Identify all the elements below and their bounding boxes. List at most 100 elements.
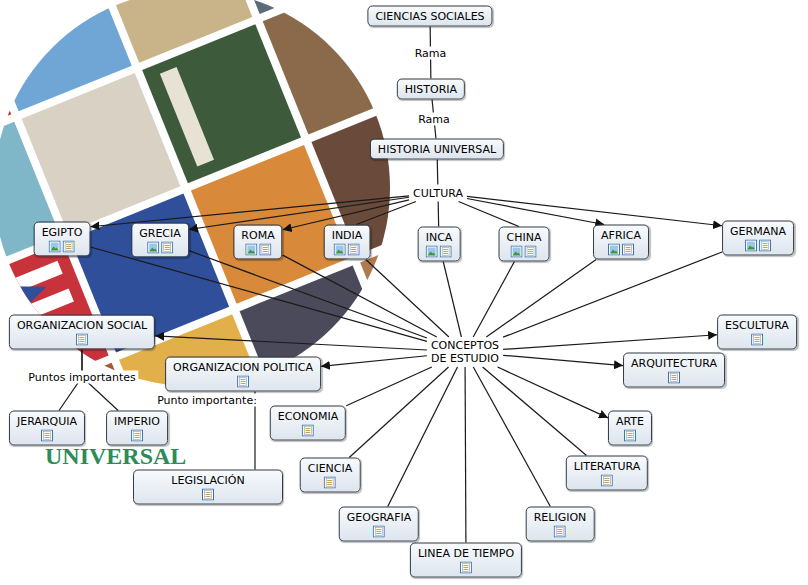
concept-text-node: CONCEPTOS DE ESTUDIO	[427, 337, 503, 367]
connector	[388, 367, 458, 507]
connector	[498, 367, 608, 418]
concept-box: INCA	[418, 227, 461, 262]
resource-icons	[49, 241, 75, 253]
resource-icons	[601, 475, 613, 487]
connector	[349, 367, 448, 458]
document-icon	[525, 246, 537, 258]
concept-box: ECONOMIA	[270, 406, 346, 441]
connector	[467, 196, 722, 225]
resource-icons	[76, 334, 88, 346]
concept-label: ESCULTURA	[725, 319, 789, 332]
concept-box: AFRICA	[593, 225, 649, 260]
document-icon	[554, 526, 566, 538]
document-icon	[161, 242, 173, 254]
resource-icons	[245, 244, 271, 256]
concept-text-node: CULTURA	[409, 185, 467, 202]
concept-label: ARQUITECTURA	[631, 357, 717, 370]
concept-label: CHINA	[507, 231, 542, 244]
concept-label: IMPERIO	[114, 415, 160, 428]
resource-icons	[237, 376, 249, 388]
concept-label: JERARQUIA	[17, 415, 77, 428]
document-icon	[759, 240, 771, 252]
concept-label: LITERATURA	[574, 460, 640, 473]
concept-box: CIENCIAS SOCIALES	[367, 6, 492, 27]
concept-box: ARTE	[608, 411, 652, 446]
document-icon	[460, 562, 472, 574]
concept-label: ECONOMIA	[278, 410, 338, 423]
concept-box: ORGANIZACION SOCIAL	[9, 315, 155, 350]
document-icon	[601, 475, 613, 487]
resource-icons	[373, 526, 385, 538]
link-phrase: Punto importante:	[155, 394, 259, 407]
concept-label: LINEA DE TIEMPO	[418, 547, 514, 560]
concept-label: GERMANA	[730, 225, 786, 238]
resource-icons	[302, 425, 314, 437]
resource-icons	[324, 477, 336, 489]
document-icon	[624, 430, 636, 442]
document-icon	[324, 477, 336, 489]
resource-icons	[668, 372, 680, 384]
concept-box: CHINA	[499, 227, 550, 262]
cover-title: UNIVERSAL	[45, 444, 186, 468]
connector	[438, 202, 440, 227]
concept-label: INCA	[426, 231, 453, 244]
concept-label: INDIA	[332, 229, 363, 242]
connector	[283, 255, 437, 337]
resource-icons	[554, 526, 566, 538]
connector	[189, 251, 427, 338]
concept-label: AFRICA	[601, 229, 641, 242]
connector	[467, 198, 604, 224]
concept-box: HISTORIA UNIVERSAL	[370, 139, 504, 160]
concept-box: EGIPTO	[34, 222, 91, 257]
resource-icons	[511, 246, 537, 258]
concept-box: RELIGION	[526, 507, 595, 542]
image-icon	[608, 244, 620, 256]
resource-icons	[751, 334, 763, 346]
connector	[503, 355, 623, 365]
concept-label: CIENCIA	[308, 462, 353, 475]
document-icon	[63, 241, 75, 253]
concept-box: JERARQUIA	[9, 411, 85, 446]
resource-icons	[608, 244, 634, 256]
concept-box: INDIA	[324, 225, 371, 260]
concept-box: GRECIA	[131, 223, 189, 258]
document-icon	[131, 430, 143, 442]
photo-collage	[0, 0, 519, 522]
concept-label: CULTURA	[413, 187, 463, 200]
connector	[356, 202, 416, 225]
image-icon	[745, 240, 757, 252]
connector	[483, 367, 587, 456]
connector	[443, 262, 461, 338]
concept-box: LEGISLACIÓN	[133, 470, 283, 505]
concept-box: GERMANA	[722, 221, 794, 256]
connector	[503, 252, 722, 337]
concept-box: ROMA	[233, 225, 282, 260]
concept-box: LITERATURA	[566, 456, 648, 491]
concept-label: ROMA	[241, 229, 274, 242]
document-icon	[751, 334, 763, 346]
document-icon	[76, 334, 88, 346]
image-icon	[147, 242, 159, 254]
link-phrase: Rama	[416, 113, 452, 126]
resource-icons	[41, 430, 53, 442]
link-phrase: Rama	[413, 46, 449, 59]
image-icon	[334, 244, 346, 256]
document-icon	[202, 489, 214, 501]
concept-box: ORGANIZACION POLITICA	[165, 357, 321, 392]
resource-icons	[202, 489, 214, 501]
resource-icons	[131, 430, 143, 442]
concept-label: RELIGION	[534, 511, 587, 524]
connector	[189, 197, 409, 229]
resource-icons	[426, 246, 452, 258]
document-icon	[622, 244, 634, 256]
connector	[473, 367, 550, 507]
image-icon	[511, 246, 523, 258]
document-icon	[237, 376, 249, 388]
concept-label: GEOGRAFIA	[347, 511, 411, 524]
concept-box: HISTORIA	[397, 79, 465, 100]
concept-label: HISTORIA UNIVERSAL	[378, 143, 496, 156]
document-icon	[440, 246, 452, 258]
connector	[473, 262, 514, 338]
concept-label: ARTE	[616, 415, 644, 428]
concept-box: CIENCIA	[300, 458, 361, 493]
